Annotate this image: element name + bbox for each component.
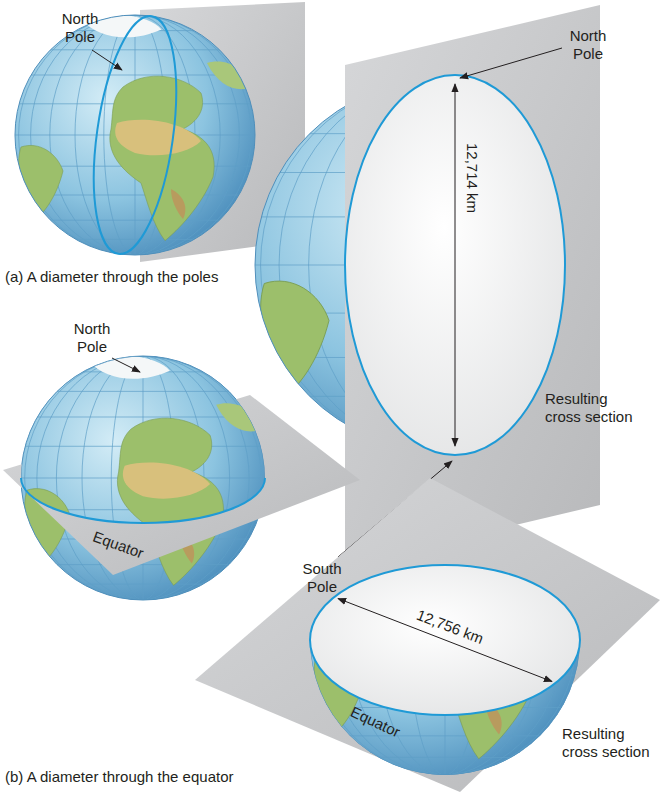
globe-cap (21, 355, 265, 600)
cutting-plane (345, 5, 600, 565)
section-label: Resulting cross section (545, 390, 640, 426)
cross-section (310, 565, 580, 715)
section-label: Resulting cross section (562, 725, 657, 761)
cut-line (81, 11, 190, 259)
panel-caption: (b) A diameter through the equator (5, 768, 233, 786)
pole-label: South Pole (298, 560, 346, 596)
globe (15, 14, 255, 255)
pole-label: North Pole (68, 320, 116, 356)
panel-caption: (a) A diameter through the poles (5, 268, 218, 286)
leader-line (92, 50, 122, 70)
pole-label: North Pole (56, 10, 104, 46)
cross-section (345, 75, 565, 455)
dimension-arrow (338, 599, 552, 682)
dimension-arrow (455, 84, 456, 446)
dimension-label: 12,756 km (414, 606, 486, 648)
hemisphere (310, 504, 580, 775)
pole-label: North Pole (564, 27, 612, 63)
cutting-plane (195, 478, 660, 792)
dimension-label: 12,714 km (463, 143, 481, 213)
equator-label: Equator (90, 528, 146, 563)
leader-line (460, 48, 562, 78)
leader-line (112, 358, 140, 372)
equator-label: Equator (347, 703, 402, 742)
equator-line (21, 478, 265, 523)
